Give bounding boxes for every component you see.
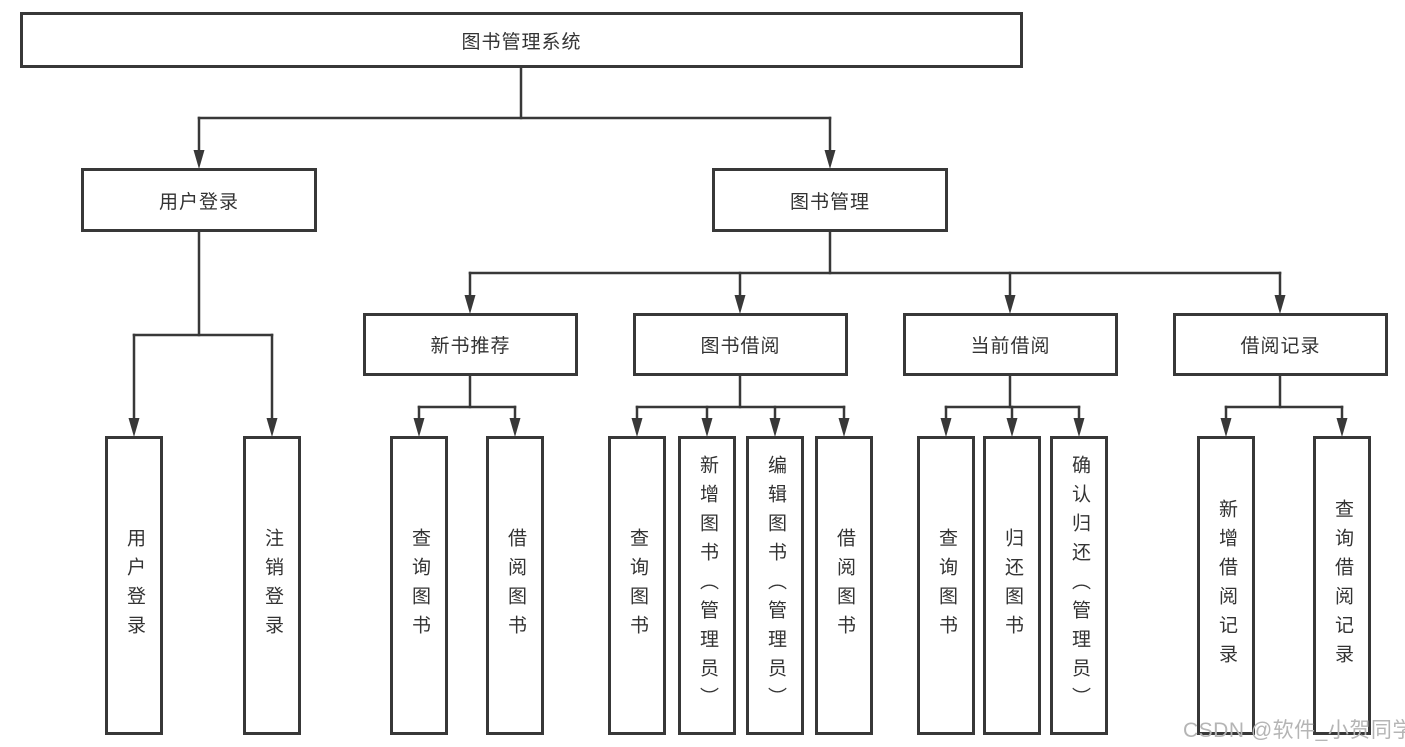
leaf-add-book-admin: 新增图书（管理员） bbox=[678, 436, 736, 735]
leaf-borrow-books-recommend-label: 借阅图书 bbox=[504, 527, 526, 644]
node-current-borrow: 当前借阅 bbox=[903, 313, 1118, 376]
node-book-borrow: 图书借阅 bbox=[633, 313, 848, 376]
leaf-borrow-books: 借阅图书 bbox=[815, 436, 873, 735]
leaf-add-borrow-record: 新增借阅记录 bbox=[1197, 436, 1255, 735]
csdn-watermark: CSDN @软件_小贺同学 bbox=[1183, 719, 1405, 742]
leaf-query-books-borrow: 查询图书 bbox=[608, 436, 666, 735]
leaf-query-borrow-record-label: 查询借阅记录 bbox=[1331, 498, 1353, 673]
node-user-login-label: 用户登录 bbox=[158, 191, 239, 213]
node-book-borrow-label: 图书借阅 bbox=[700, 336, 781, 357]
leaf-add-book-admin-label: 新增图书（管理员） bbox=[696, 455, 718, 716]
leaf-logout: 注销登录 bbox=[243, 436, 301, 735]
node-book-mgmt-label: 图书管理 bbox=[789, 191, 870, 213]
leaf-query-books-recommend-label: 查询图书 bbox=[408, 527, 430, 644]
node-new-book-recommend-label: 新书推荐 bbox=[430, 336, 511, 357]
leaf-user-login-label: 用户登录 bbox=[123, 527, 145, 644]
leaf-add-borrow-record-label: 新增借阅记录 bbox=[1215, 498, 1237, 673]
node-borrow-records: 借阅记录 bbox=[1173, 313, 1388, 376]
leaf-borrow-books-recommend: 借阅图书 bbox=[486, 436, 544, 735]
leaf-user-login: 用户登录 bbox=[105, 436, 163, 735]
node-book-mgmt: 图书管理 bbox=[712, 168, 948, 232]
node-root-label: 图书管理系统 bbox=[461, 31, 582, 53]
node-current-borrow-label: 当前借阅 bbox=[970, 336, 1051, 357]
leaf-query-borrow-record: 查询借阅记录 bbox=[1313, 436, 1371, 735]
leaf-query-books-borrow-label: 查询图书 bbox=[626, 527, 648, 644]
leaf-query-books-current-label: 查询图书 bbox=[935, 527, 957, 644]
node-root: 图书管理系统 bbox=[20, 12, 1023, 68]
leaf-borrow-books-label: 借阅图书 bbox=[833, 527, 855, 644]
node-borrow-records-label: 借阅记录 bbox=[1240, 336, 1321, 357]
leaf-return-book: 归还图书 bbox=[983, 436, 1041, 735]
leaf-logout-label: 注销登录 bbox=[261, 527, 283, 644]
leaf-confirm-return-admin: 确认归还（管理员） bbox=[1050, 436, 1108, 735]
leaf-query-books-current: 查询图书 bbox=[917, 436, 975, 735]
leaf-return-book-label: 归还图书 bbox=[1001, 527, 1023, 644]
leaf-edit-book-admin-label: 编辑图书（管理员） bbox=[764, 455, 786, 716]
leaf-query-books-recommend: 查询图书 bbox=[390, 436, 448, 735]
node-user-login: 用户登录 bbox=[81, 168, 317, 232]
node-new-book-recommend: 新书推荐 bbox=[363, 313, 578, 376]
leaf-edit-book-admin: 编辑图书（管理员） bbox=[746, 436, 804, 735]
leaf-confirm-return-admin-label: 确认归还（管理员） bbox=[1068, 455, 1090, 716]
